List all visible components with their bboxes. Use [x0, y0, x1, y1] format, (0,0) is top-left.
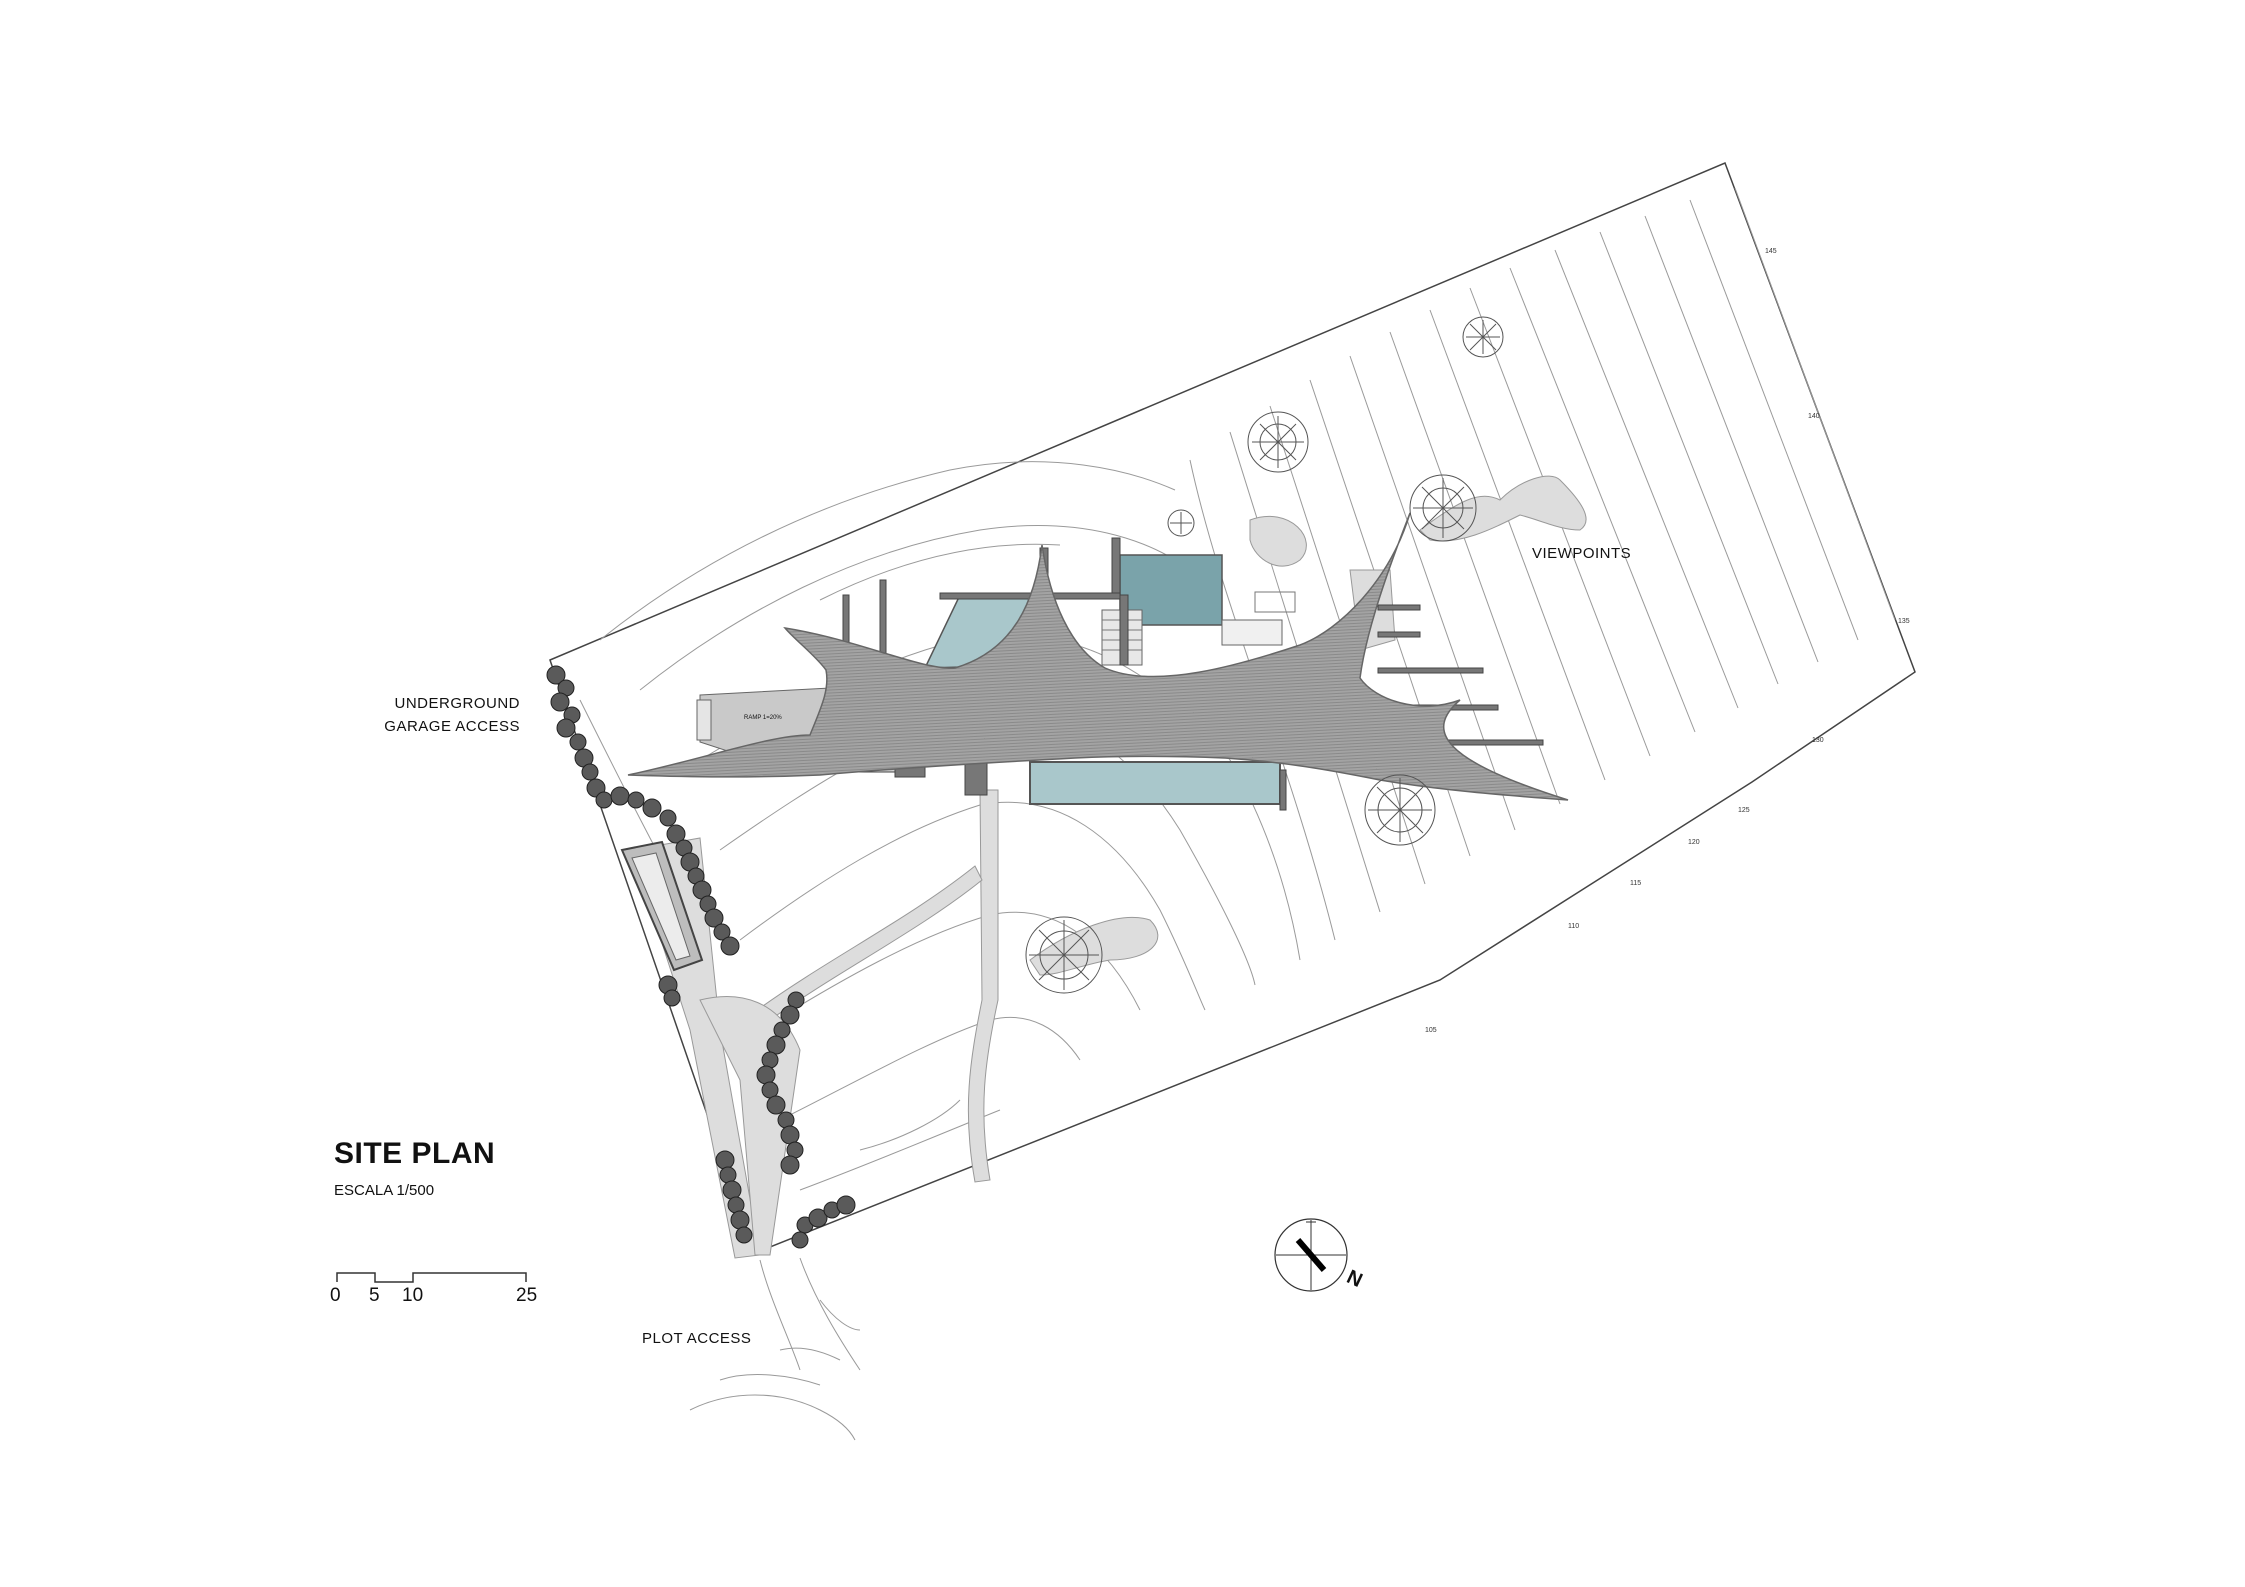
hedge-vegetation — [546, 665, 856, 1249]
svg-text:110: 110 — [1568, 923, 1579, 930]
ramp-label: RAMP 1=20% — [744, 715, 782, 721]
tree — [1364, 774, 1436, 846]
access-road — [689, 1257, 861, 1441]
svg-text:145: 145 — [1765, 248, 1777, 255]
scale-tick-10: 10 — [402, 1285, 424, 1306]
svg-text:115: 115 — [1630, 880, 1641, 887]
garage-access-line1: UNDERGROUND — [394, 695, 520, 712]
plot-access-label: PLOT ACCESS — [642, 1330, 752, 1347]
entrance-building — [620, 840, 704, 972]
svg-text:125: 125 — [1738, 807, 1750, 814]
svg-text:120: 120 — [1688, 839, 1700, 846]
garage-access-line2: GARAGE ACCESS — [384, 718, 520, 735]
scale-bar — [336, 1272, 527, 1283]
tree — [1025, 916, 1103, 994]
svg-text:105: 105 — [1425, 1027, 1437, 1034]
garage-access-label: UNDERGROUND GARAGE ACCESS — [378, 692, 520, 738]
scale-tick-5: 5 — [369, 1285, 380, 1306]
north-arrow-icon — [1274, 1218, 1348, 1292]
contour-values: 145 140 135 130 125 120 115 110 105 — [1425, 248, 1910, 1034]
scale-text: ESCALA 1/500 — [334, 1182, 435, 1199]
tree — [1462, 316, 1504, 358]
svg-text:135: 135 — [1898, 618, 1910, 625]
svg-text:130: 130 — [1812, 737, 1824, 744]
viewpoints-label: VIEWPOINTS — [1532, 545, 1632, 562]
scale-tick-0: 0 — [330, 1285, 341, 1306]
tree — [1167, 509, 1195, 537]
scale-tick-25: 25 — [516, 1285, 538, 1306]
svg-text:140: 140 — [1808, 413, 1820, 420]
lower-pool — [1029, 761, 1281, 805]
tree — [1247, 411, 1309, 473]
roof-canopy — [627, 512, 1569, 801]
tree — [1409, 474, 1477, 542]
trees — [1025, 316, 1504, 994]
page-title: SITE PLAN — [334, 1137, 496, 1170]
